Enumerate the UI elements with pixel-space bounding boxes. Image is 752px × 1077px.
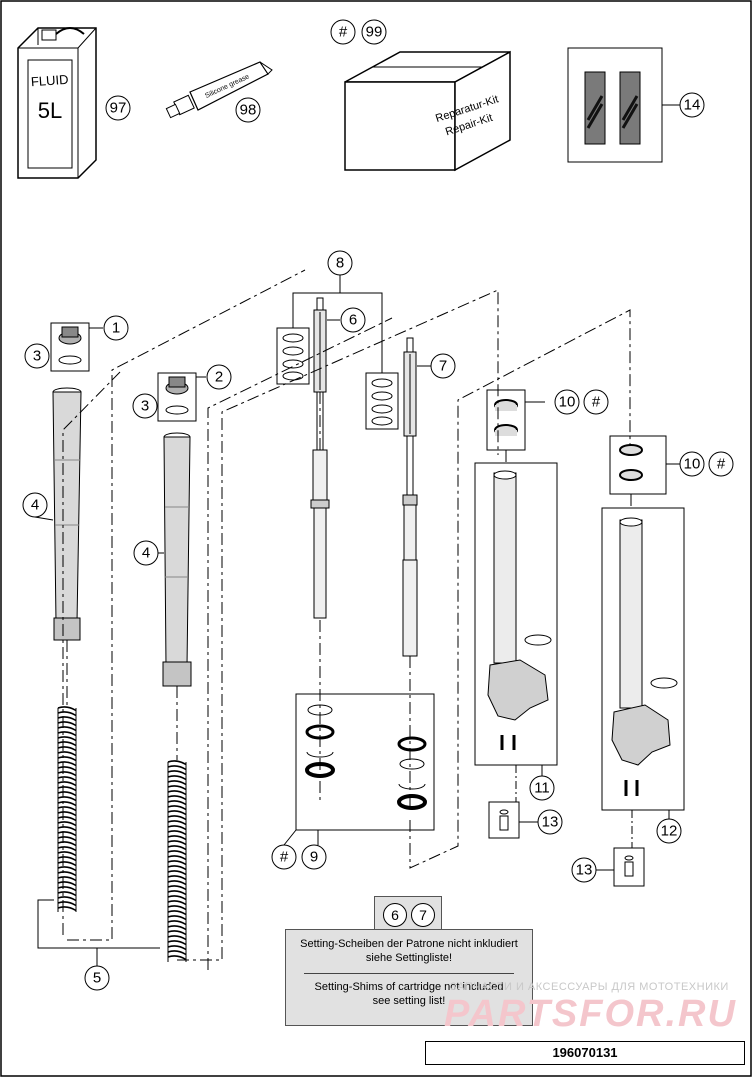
screw-box-left <box>488 801 538 839</box>
svg-text:4: 4 <box>31 497 39 514</box>
spring-bracket <box>37 899 160 966</box>
document-number: 196070131 <box>425 1041 745 1065</box>
svg-text:11: 11 <box>534 780 550 797</box>
callout-13-left: 13 <box>537 809 563 835</box>
callout-10-left: 10 <box>554 389 580 415</box>
shim-box-right <box>365 372 399 430</box>
note-de-line2: siehe Settingliste! <box>365 952 453 964</box>
fork-cap-assembly-left <box>50 322 103 372</box>
fluid-can: FLUID 5L <box>17 27 97 179</box>
svg-text:9: 9 <box>310 849 318 866</box>
callout-99: 99 <box>361 19 387 45</box>
bushing-box-left <box>486 389 545 451</box>
note-divider <box>304 973 514 974</box>
callout-13-right: 13 <box>571 857 597 883</box>
callout-10-left-hash: # <box>583 389 609 415</box>
callout-97: 97 <box>105 95 131 121</box>
bracket-8 <box>292 275 431 373</box>
svg-text:#: # <box>592 394 601 411</box>
outer-tube-left <box>52 387 82 641</box>
callout-leaders <box>34 516 670 846</box>
bushing-box-right <box>609 435 680 495</box>
svg-text:13: 13 <box>542 814 559 831</box>
seal-kit-box <box>295 693 435 845</box>
svg-text:8: 8 <box>336 255 344 272</box>
callout-98: 98 <box>235 97 261 123</box>
grease-tube: Silicone grease <box>165 61 273 119</box>
callout-2: 2 <box>206 364 232 390</box>
svg-text:98: 98 <box>240 102 257 119</box>
svg-text:4: 4 <box>142 545 150 562</box>
callout-3-right: 3 <box>132 393 158 419</box>
callout-6: 6 <box>340 307 366 333</box>
fluid-volume: 5L <box>38 98 62 123</box>
callout-9-hash: # <box>271 844 297 870</box>
note-en-line1: Setting-Shims of cartridge not included <box>314 981 504 993</box>
svg-text:12: 12 <box>661 823 678 840</box>
spring-right <box>167 760 187 962</box>
svg-text:1: 1 <box>112 320 120 337</box>
cartridge-right <box>402 337 418 657</box>
lower-leg-left-box <box>474 462 558 802</box>
assembly-guide-lines <box>62 269 632 970</box>
note-de-line1: Setting-Scheiben der Patrone nicht inklu… <box>300 938 518 950</box>
callout-5: 5 <box>84 965 110 991</box>
svg-text:13: 13 <box>576 862 593 879</box>
lower-leg-right-box <box>601 507 685 848</box>
callout-4-right: 4 <box>133 540 159 566</box>
cartridge-left <box>310 297 330 619</box>
svg-text:10: 10 <box>559 394 576 411</box>
callout-14: 14 <box>679 92 705 118</box>
svg-text:#: # <box>717 456 726 473</box>
svg-text:7: 7 <box>439 358 447 375</box>
note-callout-7: 7 <box>411 903 435 927</box>
fluid-label: FLUID <box>30 72 69 90</box>
svg-text:5: 5 <box>93 970 101 987</box>
callout-12: 12 <box>656 818 682 844</box>
callout-1: 1 <box>103 315 129 341</box>
note-en-line2: see setting list! <box>372 995 446 1007</box>
callout-9: 9 <box>301 844 327 870</box>
fork-cap-assembly-right <box>157 372 206 422</box>
svg-text:#: # <box>280 849 289 866</box>
svg-text:2: 2 <box>215 369 223 386</box>
spring-left <box>57 706 77 912</box>
svg-text:97: 97 <box>110 100 127 117</box>
repair-kit-box: Reparatur-Kit Repair-Kit <box>344 50 511 172</box>
svg-text:10: 10 <box>684 456 701 473</box>
setting-note: Setting-Scheiben der Patrone nicht inklu… <box>285 929 533 1026</box>
note-callout-6: 6 <box>383 903 407 927</box>
fork-decals <box>567 47 680 163</box>
svg-text:3: 3 <box>141 398 149 415</box>
svg-text:6: 6 <box>349 312 357 329</box>
callout-3-left: 3 <box>24 343 50 369</box>
screw-box-right <box>596 847 645 887</box>
callout-8: 8 <box>327 250 353 276</box>
note-tab: 6 7 <box>374 896 442 930</box>
svg-text:3: 3 <box>33 348 41 365</box>
callout-7: 7 <box>430 353 456 379</box>
svg-text:14: 14 <box>684 97 701 114</box>
callout-4-left: 4 <box>22 492 48 518</box>
callout-10-right: 10 <box>679 451 705 477</box>
callout-11: 11 <box>529 775 555 801</box>
callout-10-right-hash: # <box>708 451 734 477</box>
svg-text:99: 99 <box>366 24 383 41</box>
callout-99-hash: # <box>330 19 356 45</box>
shim-box-left <box>276 327 310 385</box>
svg-text:#: # <box>339 24 348 41</box>
outer-tube-right <box>162 432 192 687</box>
